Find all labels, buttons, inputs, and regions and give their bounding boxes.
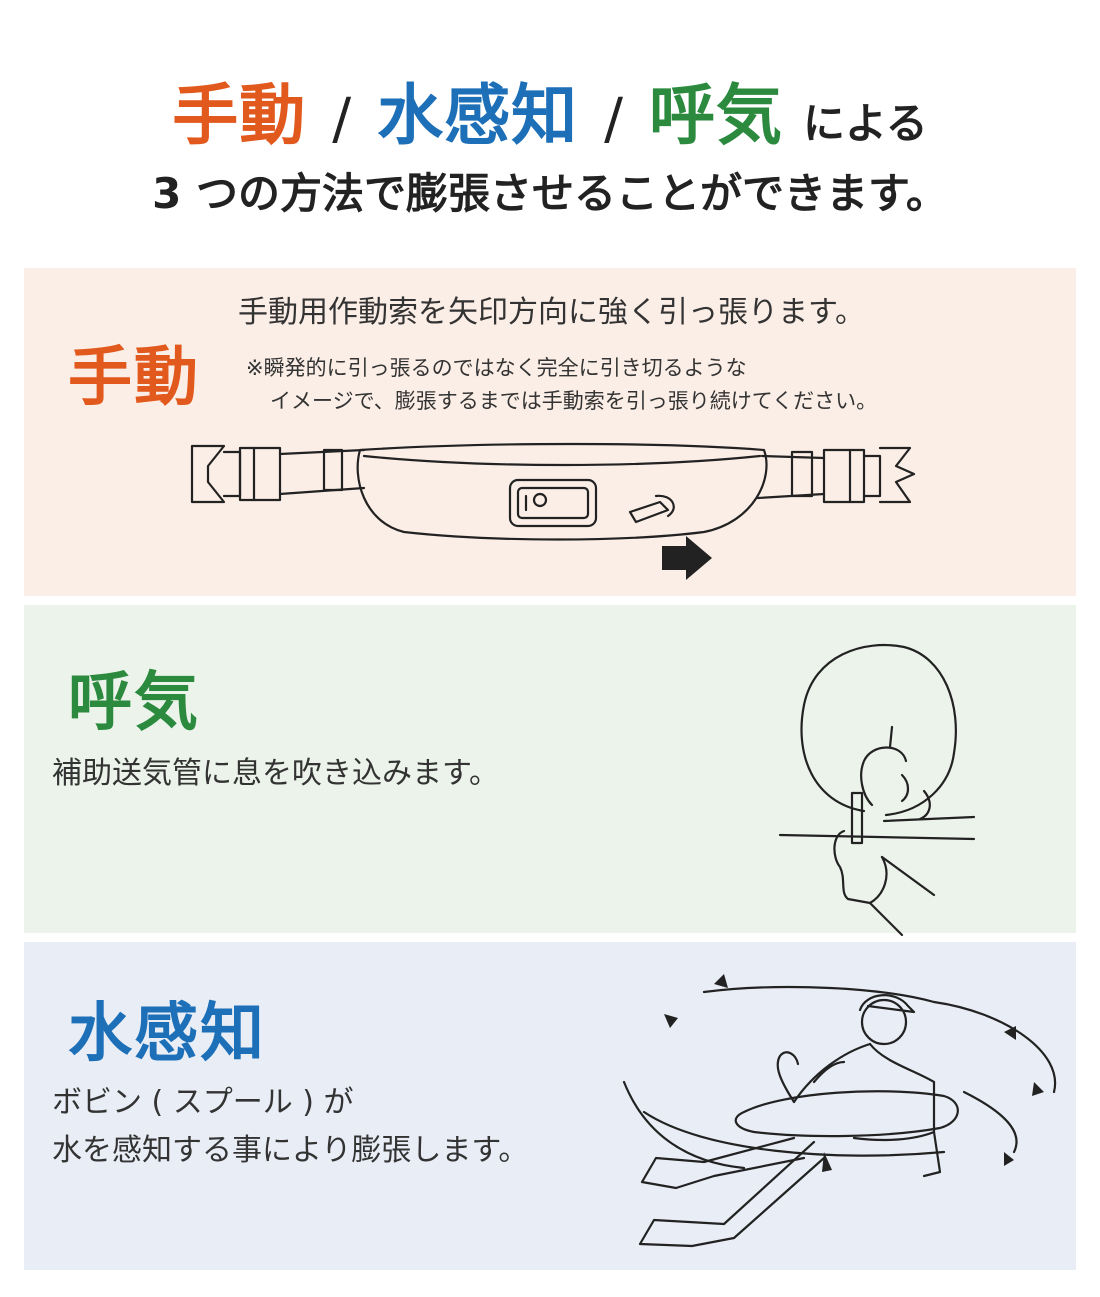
headline-slash: / [604,87,623,152]
headline-suffix: による [803,99,928,148]
breath-title: 呼気 [68,666,200,740]
breath-description: 補助送気管に息を吹き込みます。 [52,756,499,791]
water-title: 水感知 [68,997,266,1071]
water-description-line2: 水を感知する事により膨張します。 [52,1133,529,1168]
headline-manual: 手動 [172,77,307,154]
headline-breath: 呼気 [649,77,783,154]
water-description-line1: ボビン ( スプール ) が [52,1085,354,1120]
manual-note-line2: イメージで、膨張するまでは手動索を引っ張り続けてください。 [270,389,878,413]
manual-description: 手動用作動索を矢印方向に強く引っ張ります。 [238,295,865,330]
arrow-right-icon [662,536,712,580]
water-activation-illustration [622,974,1057,1248]
manual-title: 手動 [68,341,200,415]
headline-slash: / [332,87,352,152]
headline: 手動 / 水感知 / 呼気による [0,62,1100,158]
manual-note-line1: ※瞬発的に引っ張るのではなく完全に引き切るような [246,356,747,380]
belt-pack-illustration [190,442,916,580]
headline-water: 水感知 [377,77,579,154]
breath-inflation-illustration [778,643,976,937]
manual-panel: 手動 手動用作動索を矢印方向に強く引っ張ります。 ※瞬発的に引っ張るのではなく完… [24,268,1076,596]
subtitle: 3 つの方法で膨張させることができます。 [152,169,948,218]
water-panel: 水感知 ボビン ( スプール ) が 水を感知する事により膨張します。 [24,942,1076,1270]
breath-panel: 呼気 補助送気管に息を吹き込みます。 [24,605,1076,937]
